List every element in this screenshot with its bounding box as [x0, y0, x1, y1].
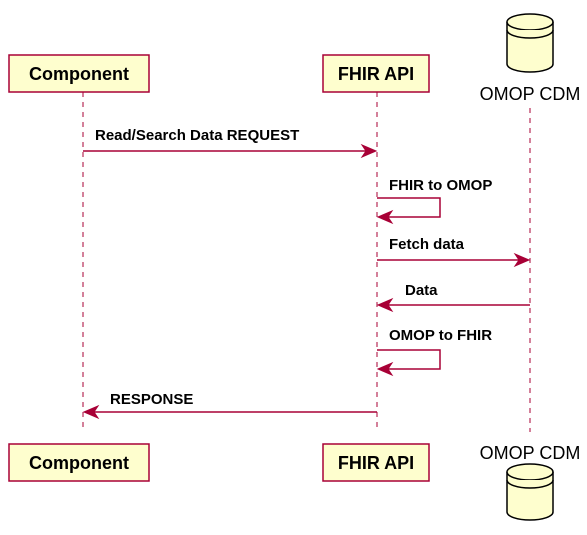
message-arrow: Read/Search Data REQUEST — [83, 127, 378, 159]
participant-label: Component — [29, 64, 129, 84]
message-arrow: OMOP to FHIR — [376, 327, 492, 377]
message-arrow: Data — [376, 282, 530, 313]
participant-label-omop-cdm-top: OMOP CDM — [480, 84, 581, 104]
message-label: Read/Search Data REQUEST — [95, 127, 299, 144]
message-label: FHIR to OMOP — [389, 177, 492, 194]
database-icon — [506, 13, 554, 73]
participant-label: Component — [29, 453, 129, 473]
message-arrow: Fetch data — [377, 236, 531, 268]
message-label: Data — [405, 282, 438, 299]
participant-label-omop-cdm-bottom: OMOP CDM — [480, 443, 581, 463]
participant-component-bottom: Component — [8, 443, 150, 482]
arrow-head-icon — [513, 252, 531, 268]
message-arrow: FHIR to OMOP — [376, 177, 492, 225]
participant-fhir-api-top: FHIR API — [322, 54, 430, 93]
arrow-head-icon — [376, 297, 394, 313]
participant-label: FHIR API — [338, 453, 414, 473]
arrow-head-icon — [376, 209, 394, 225]
database-icon — [506, 463, 554, 521]
message-label: RESPONSE — [110, 391, 193, 408]
arrow-head-icon — [376, 361, 394, 377]
arrow-head-icon — [82, 404, 100, 420]
arrow-head-icon — [360, 143, 378, 159]
participant-label: FHIR API — [338, 64, 414, 84]
message-arrow: RESPONSE — [82, 391, 377, 420]
participant-fhir-api-bottom: FHIR API — [322, 443, 430, 482]
message-label: OMOP to FHIR — [389, 327, 492, 344]
participant-component-top: Component — [8, 54, 150, 93]
message-label: Fetch data — [389, 236, 465, 253]
